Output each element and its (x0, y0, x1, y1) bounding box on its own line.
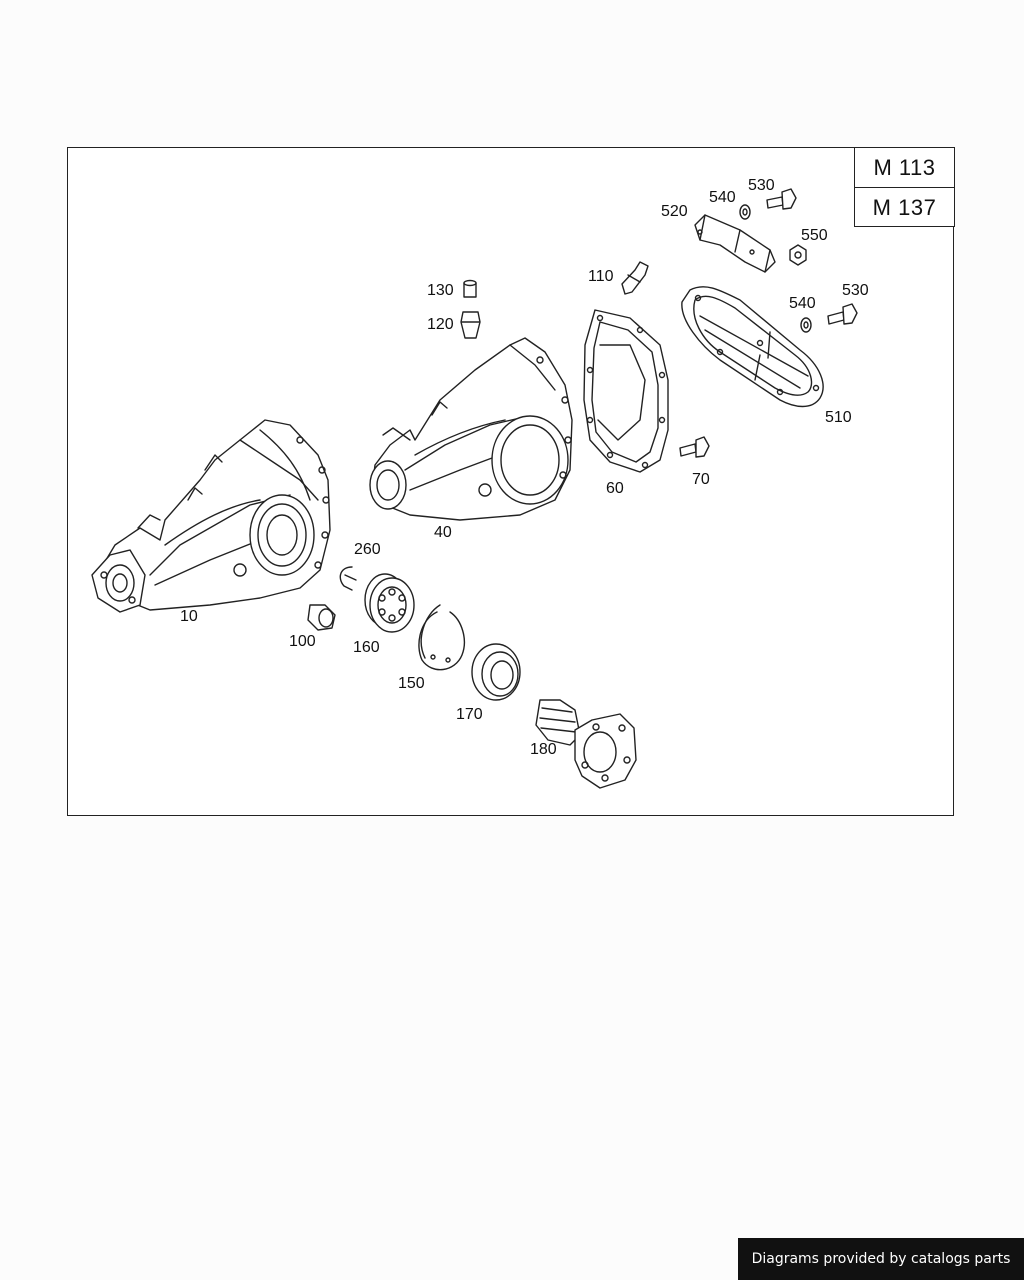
bolt-70-drawing[interactable] (679, 436, 710, 458)
bolt-530-upper-drawing[interactable] (766, 188, 797, 210)
bushing-100-drawing[interactable] (307, 604, 336, 631)
part-label-550[interactable]: 550 (801, 227, 828, 244)
breather-110-drawing[interactable] (621, 261, 649, 295)
part-label-110[interactable]: 110 (588, 268, 614, 285)
part-label-530-lower[interactable]: 530 (842, 282, 869, 299)
circlip-150-drawing[interactable] (418, 604, 466, 671)
housing-10-drawing[interactable] (91, 419, 331, 613)
nut-550-drawing[interactable] (789, 244, 807, 266)
part-label-120[interactable]: 120 (427, 316, 454, 333)
flange-shaft-180-drawing[interactable] (535, 699, 637, 789)
bolt-530-lower-drawing[interactable] (827, 303, 858, 325)
part-label-260[interactable]: 260 (354, 541, 381, 558)
model-code-cell: M 113 (873, 154, 936, 180)
bearing-160-drawing[interactable] (364, 573, 415, 633)
model-code-cell: M 137 (855, 187, 954, 227)
clip-260-drawing[interactable] (339, 566, 357, 591)
model-code-table: M 113 M 137 (854, 147, 955, 227)
cover-plate-510-drawing[interactable] (681, 286, 824, 408)
part-label-180[interactable]: 180 (530, 741, 557, 758)
part-label-150[interactable]: 150 (398, 675, 425, 692)
part-label-70[interactable]: 70 (692, 471, 710, 488)
part-label-60[interactable]: 60 (606, 480, 624, 497)
bracket-520-drawing[interactable] (694, 214, 776, 273)
seal-170-drawing[interactable] (471, 643, 521, 701)
part-label-10[interactable]: 10 (180, 608, 198, 625)
part-label-130[interactable]: 130 (427, 282, 454, 299)
part-label-510[interactable]: 510 (825, 409, 852, 426)
washer-540-upper-drawing[interactable] (739, 204, 751, 220)
attribution-badge: Diagrams provided by catalogs parts (738, 1238, 1024, 1280)
pin-120-drawing[interactable] (460, 311, 481, 339)
plug-130-drawing[interactable] (463, 279, 477, 298)
part-label-160[interactable]: 160 (353, 639, 380, 656)
part-label-40[interactable]: 40 (434, 524, 452, 541)
washer-540-lower-drawing[interactable] (800, 317, 812, 333)
part-label-100[interactable]: 100 (289, 633, 316, 650)
part-label-170[interactable]: 170 (456, 706, 483, 723)
part-label-540-upper[interactable]: 540 (709, 189, 736, 206)
housing-40-drawing[interactable] (369, 337, 573, 521)
gasket-60-drawing[interactable] (583, 309, 669, 473)
part-label-540-lower[interactable]: 540 (789, 295, 816, 312)
part-label-520[interactable]: 520 (661, 203, 688, 220)
part-label-530-upper[interactable]: 530 (748, 177, 775, 194)
